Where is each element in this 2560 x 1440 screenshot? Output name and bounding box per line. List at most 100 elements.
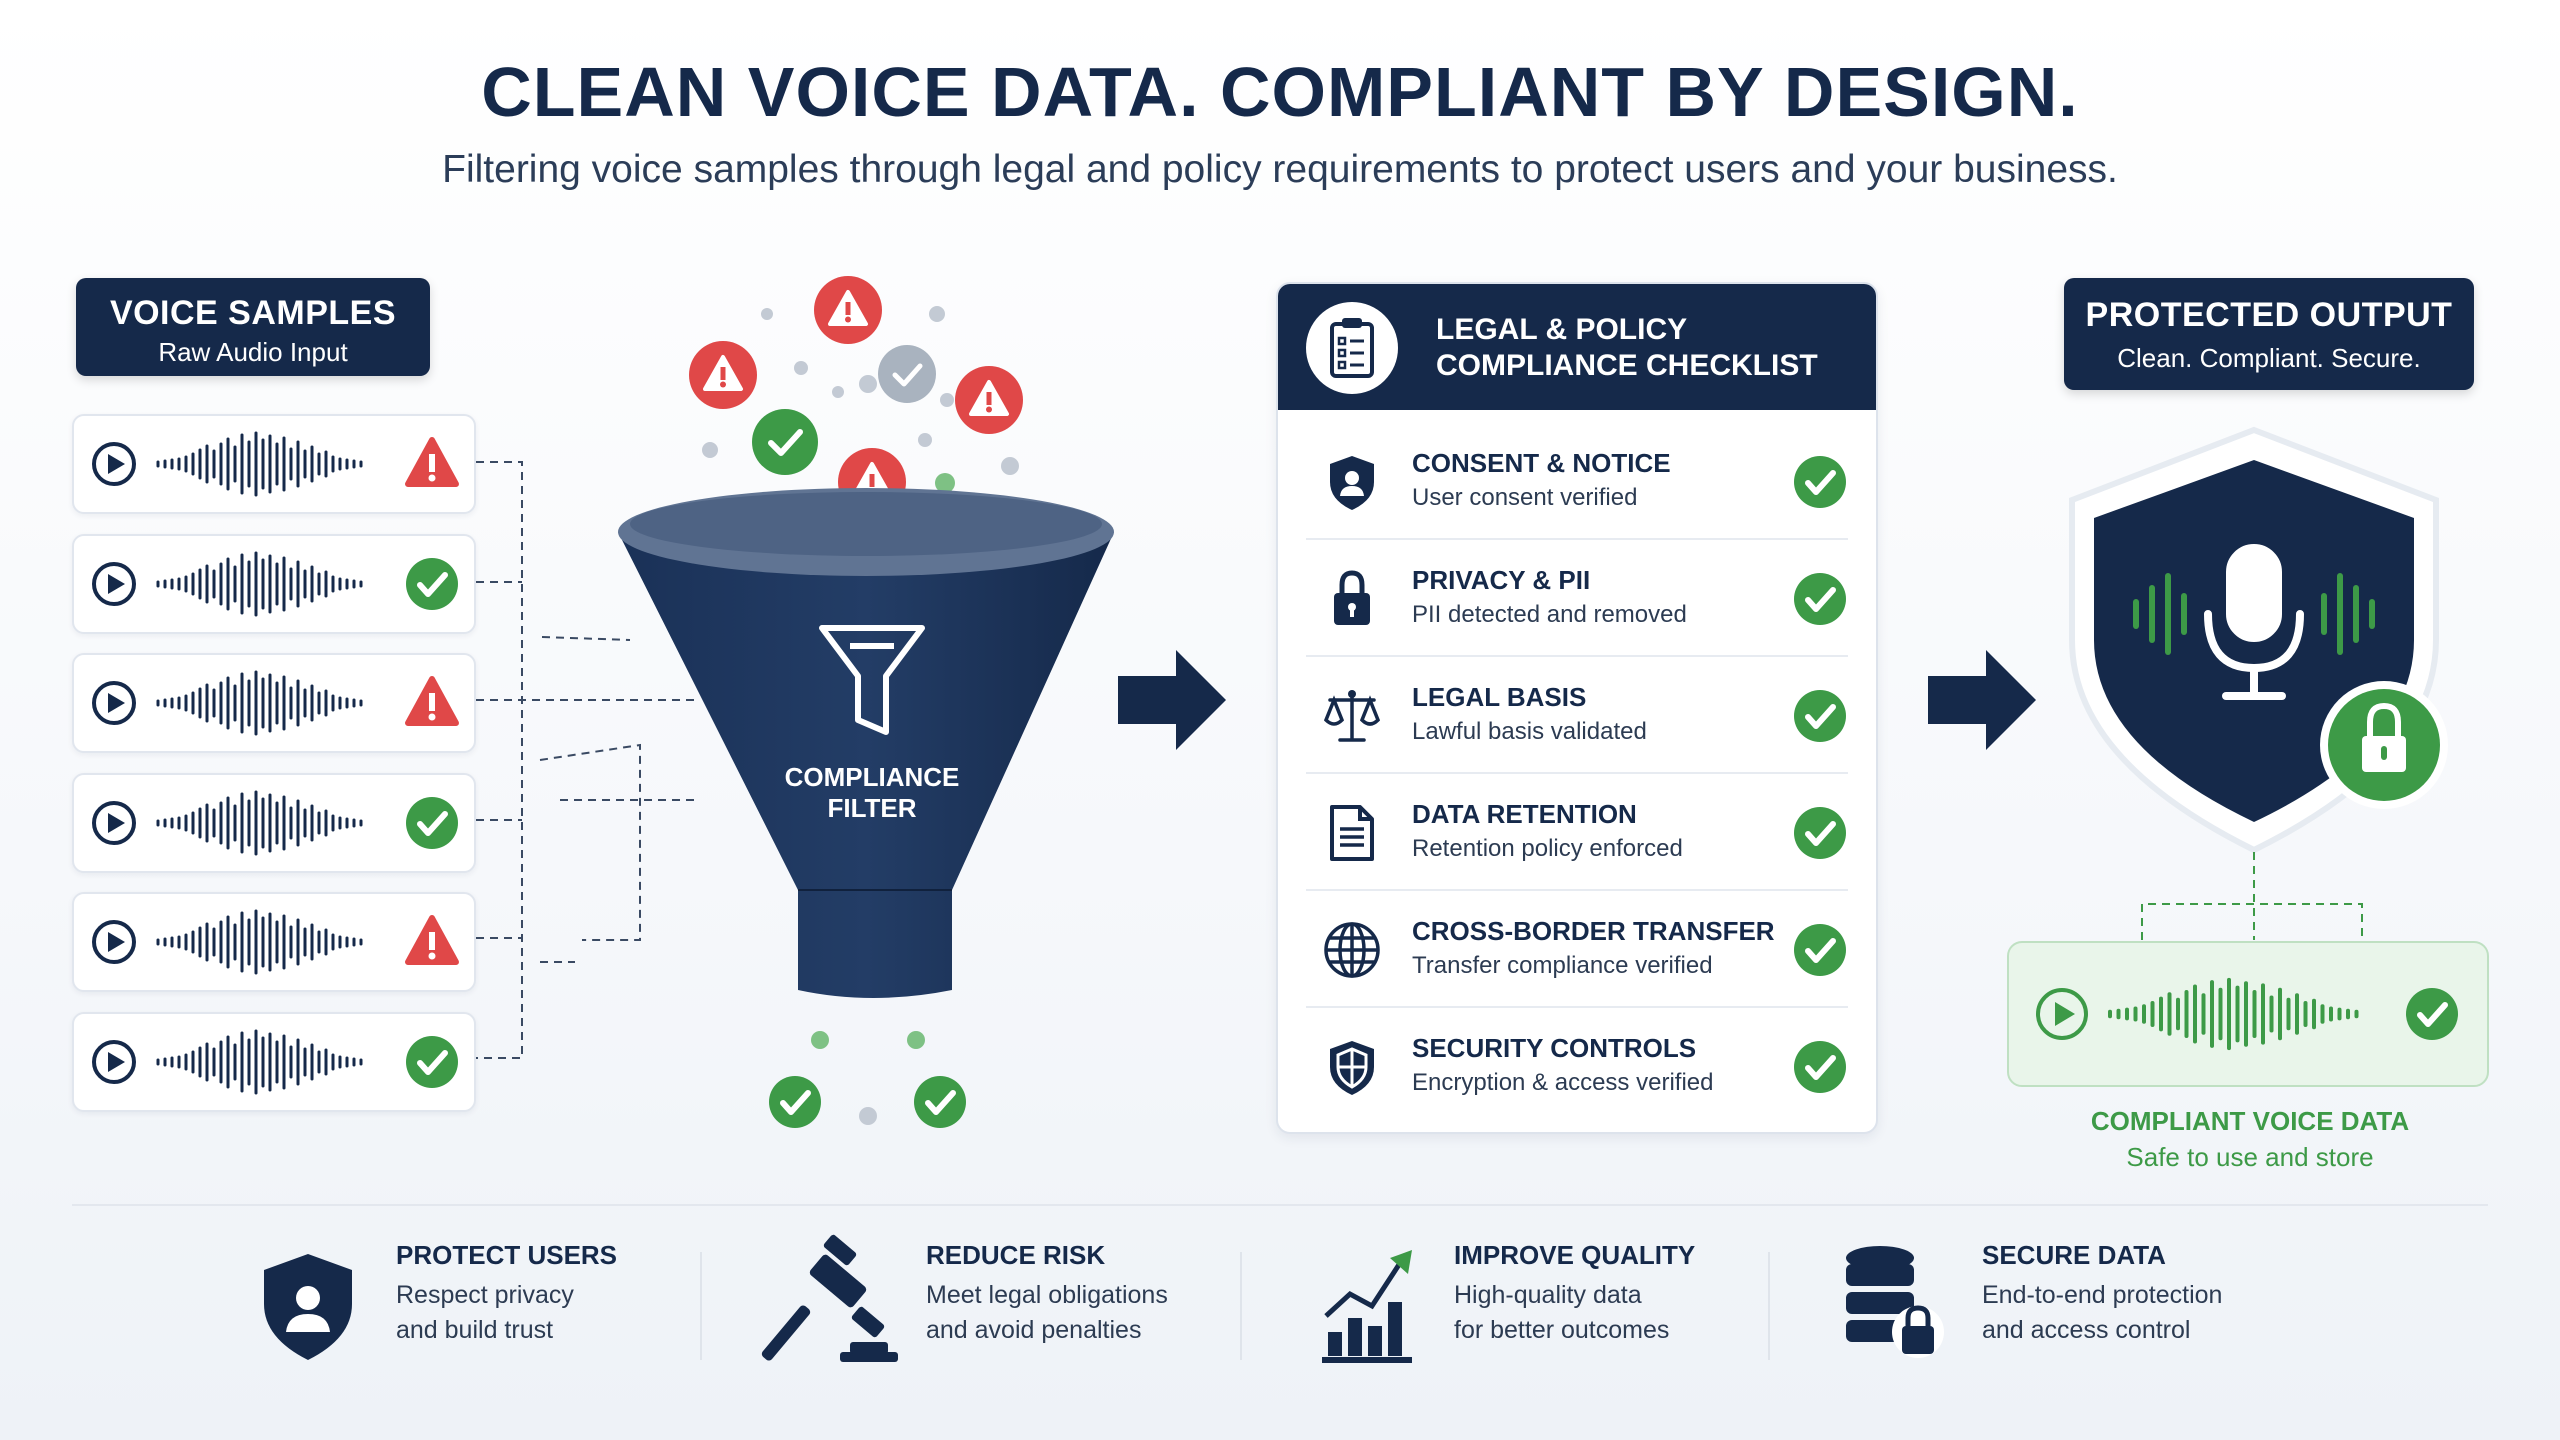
benefit-desc: Respect privacy and build trust xyxy=(396,1278,574,1348)
check-icon xyxy=(1792,571,1848,627)
checklist-item-title: LEGAL BASIS xyxy=(1412,682,1587,712)
voice-sample-card[interactable] xyxy=(72,653,476,753)
compliance-checklist-panel: LEGAL & POLICY COMPLIANCE CHECKLIST CONS… xyxy=(1276,282,1878,1134)
compliant-voice-card xyxy=(2007,941,2489,1087)
checklist-item-desc: Lawful basis validated xyxy=(1412,718,1647,745)
benefit-desc-line2: and access control xyxy=(1982,1316,2191,1344)
clipboard-icon xyxy=(1306,302,1398,394)
checklist-item-title: SECURITY CONTROLS xyxy=(1412,1033,1697,1063)
arrow-right-icon xyxy=(1118,650,1226,750)
waveform-icon xyxy=(156,790,363,855)
arrow-right-icon xyxy=(1928,650,2036,750)
security-shield-icon xyxy=(1330,1041,1374,1095)
benefit-desc-line2: and build trust xyxy=(396,1316,554,1344)
checklist-title-line2: COMPLIANCE CHECKLIST xyxy=(1436,349,1818,382)
padlock-icon xyxy=(1334,570,1370,625)
checklist-item-title: CONSENT & NOTICE xyxy=(1412,448,1671,478)
check-icon xyxy=(1792,688,1848,744)
voice-sample-graphics xyxy=(92,909,474,975)
check-icon xyxy=(1792,922,1848,978)
checklist-item-title: PRIVACY & PII xyxy=(1412,565,1591,595)
checklist-item: LEGAL BASIS Lawful basis validated xyxy=(1306,656,1848,774)
checklist-item-title: DATA RETENTION xyxy=(1412,799,1637,829)
check-icon xyxy=(752,409,818,475)
checklist-item-desc: Transfer compliance verified xyxy=(1412,952,1713,979)
check-icon xyxy=(769,1076,821,1128)
protected-output-subtitle: Clean. Compliant. Secure. xyxy=(2117,343,2421,373)
voice-samples-header: VOICE SAMPLES Raw Audio Input xyxy=(76,278,430,376)
waveform-icon xyxy=(156,909,363,975)
sound-wave-icon xyxy=(2133,573,2375,655)
benefit-desc-line2: and avoid penalties xyxy=(926,1316,1142,1344)
benefit-icons xyxy=(264,1234,1944,1363)
growth-chart-icon xyxy=(1322,1250,1412,1363)
page-subtitle: Filtering voice samples through legal an… xyxy=(442,148,2118,191)
benefit-desc-line2: for better outcomes xyxy=(1454,1316,1670,1344)
checklist-item-desc: PII detected and removed xyxy=(1412,601,1687,628)
checklist-header: LEGAL & POLICY COMPLIANCE CHECKLIST xyxy=(1278,284,1876,410)
protected-output-title: PROTECTED OUTPUT xyxy=(2085,296,2453,334)
checklist-title-line1: LEGAL & POLICY xyxy=(1436,313,1688,346)
filter-icon xyxy=(819,625,925,735)
microphone-icon xyxy=(2204,544,2304,700)
check-icon xyxy=(914,1076,966,1128)
check-icon xyxy=(878,345,936,403)
protected-output-header: PROTECTED OUTPUT Clean. Compliant. Secur… xyxy=(2064,278,2474,390)
voice-sample-card[interactable] xyxy=(72,533,476,634)
waveform-icon xyxy=(156,551,363,616)
benefit-desc-line1: High-quality data xyxy=(1454,1281,1642,1309)
warning-icon xyxy=(812,274,884,346)
checklist-item: PRIVACY & PII PII detected and removed xyxy=(1306,539,1848,657)
voice-sample-graphics xyxy=(92,431,474,497)
waveform-icon xyxy=(2108,977,2359,1051)
output-label-title: COMPLIANT VOICE DATA xyxy=(2090,1106,2410,1136)
checklist-item: CROSS-BORDER TRANSFER Transfer compliance… xyxy=(1306,890,1848,1008)
benefit-title: SECURE DATA xyxy=(1982,1240,2166,1270)
warning-icon xyxy=(953,364,1025,436)
user-shield-icon xyxy=(1330,456,1374,510)
database-lock-icon xyxy=(1846,1246,1944,1358)
voice-sample-card[interactable] xyxy=(72,414,476,514)
benefit-desc: Meet legal obligations and avoid penalti… xyxy=(926,1278,1168,1348)
voice-sample-card[interactable] xyxy=(72,1011,476,1112)
benefit-divider xyxy=(1240,1252,1242,1360)
benefit-divider xyxy=(700,1252,702,1360)
benefit-desc: End-to-end protection and access control xyxy=(1982,1278,2222,1348)
benefit-desc: High-quality data for better outcomes xyxy=(1454,1278,1669,1348)
checklist-item-desc: User consent verified xyxy=(1412,484,1638,511)
gavel-icon xyxy=(761,1234,898,1362)
checklist-item-title: CROSS-BORDER TRANSFER xyxy=(1412,916,1775,946)
voice-sample-card[interactable] xyxy=(72,772,476,873)
filter-label-line1: COMPLIANCE xyxy=(784,762,960,792)
benefit-desc-line1: Respect privacy xyxy=(396,1281,574,1309)
check-icon xyxy=(2406,988,2458,1040)
page-title: CLEAN VOICE DATA. COMPLIANT BY DESIGN. xyxy=(481,53,2079,131)
incoming-dots xyxy=(702,306,1019,493)
user-shield-icon xyxy=(264,1254,352,1360)
checklist-item: CONSENT & NOTICE User consent verified xyxy=(1306,422,1848,540)
waveform-icon xyxy=(156,1029,363,1094)
output-label-subtitle: Safe to use and store xyxy=(2126,1142,2374,1172)
check-icon xyxy=(1792,454,1848,510)
checklist-item-desc: Encryption & access verified xyxy=(1412,1069,1714,1096)
voice-sample-graphics xyxy=(92,551,474,616)
benefit-title: REDUCE RISK xyxy=(926,1240,1106,1270)
voice-sample-card[interactable] xyxy=(72,892,476,992)
document-icon xyxy=(1330,805,1374,861)
compliance-funnel xyxy=(618,488,1114,998)
protected-shield-icon xyxy=(2069,426,2448,854)
warning-icon xyxy=(687,339,759,411)
benefit-desc-line1: Meet legal obligations xyxy=(926,1281,1168,1309)
benefit-title: IMPROVE QUALITY xyxy=(1454,1240,1696,1270)
play-icon xyxy=(2036,988,2088,1040)
compliance-filter-label: COMPLIANCE FILTER xyxy=(772,762,972,824)
waveform-icon xyxy=(156,670,363,736)
checklist-item: SECURITY CONTROLS Encryption & access ver… xyxy=(1306,1007,1848,1123)
section-divider xyxy=(72,1204,2488,1206)
scales-icon xyxy=(1323,690,1381,742)
check-icon xyxy=(1792,805,1848,861)
check-icon xyxy=(1792,1039,1848,1095)
filter-label-line2: FILTER xyxy=(827,793,917,823)
